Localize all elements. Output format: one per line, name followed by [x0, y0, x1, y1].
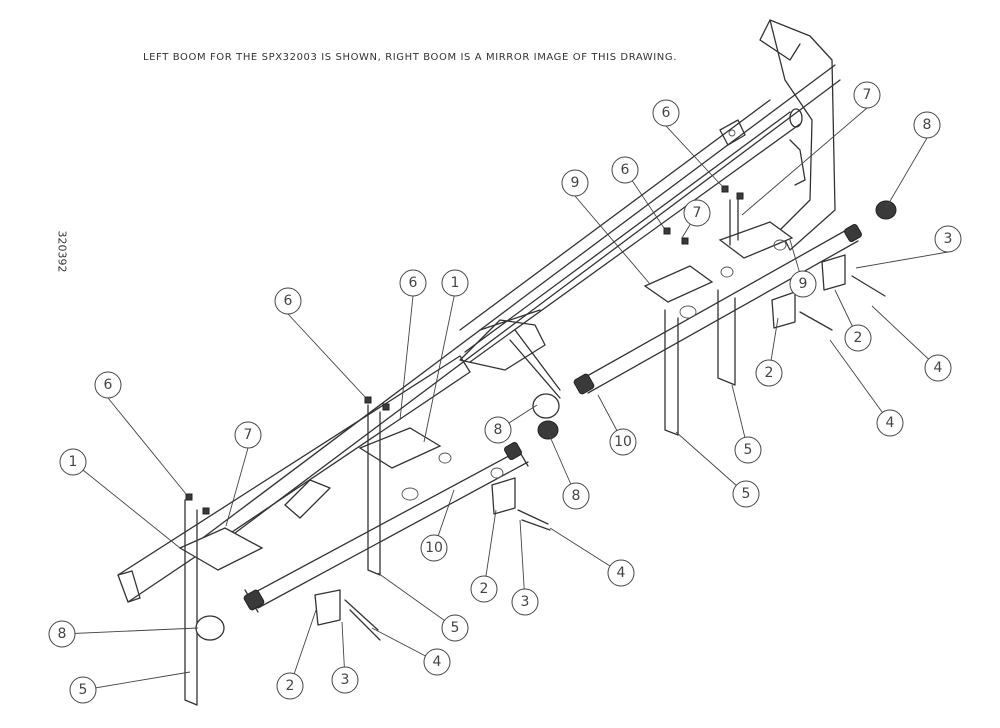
svg-text:10: 10 — [425, 540, 443, 556]
callout-7: 7 — [234, 421, 262, 449]
svg-text:1: 1 — [69, 454, 78, 470]
callout-7: 7 — [853, 81, 881, 109]
svg-text:3: 3 — [521, 594, 530, 610]
callout-2: 2 — [276, 672, 304, 700]
svg-text:4: 4 — [433, 654, 442, 670]
callout-2: 2 — [844, 324, 872, 352]
svg-text:5: 5 — [744, 442, 753, 458]
callout-8: 8 — [562, 482, 590, 510]
callout-1: 1 — [441, 269, 469, 297]
svg-text:2: 2 — [480, 581, 489, 597]
svg-text:2: 2 — [765, 365, 774, 381]
drawing-note: LEFT BOOM FOR THE SPX32003 IS SHOWN, RIG… — [142, 52, 678, 63]
svg-text:6: 6 — [284, 293, 293, 309]
callout-10: 10 — [609, 428, 637, 456]
svg-text:8: 8 — [58, 626, 67, 642]
callout-5: 5 — [734, 436, 762, 464]
svg-text:9: 9 — [799, 276, 808, 292]
callout-7: 7 — [683, 199, 711, 227]
callout-6: 6 — [399, 269, 427, 297]
svg-text:4: 4 — [886, 415, 895, 431]
boom-frame — [117, 19, 841, 603]
svg-text:6: 6 — [621, 162, 630, 178]
svg-text:6: 6 — [662, 105, 671, 121]
svg-text:1: 1 — [451, 275, 460, 291]
callout-9: 9 — [789, 270, 817, 298]
callout-6: 6 — [652, 99, 680, 127]
callout-4: 4 — [876, 409, 904, 437]
leader-lines — [61, 107, 949, 691]
svg-text:5: 5 — [79, 682, 88, 698]
callout-3: 3 — [511, 588, 539, 616]
mount-plates — [178, 221, 794, 571]
svg-text:8: 8 — [572, 488, 581, 504]
svg-text:5: 5 — [742, 486, 751, 502]
svg-text:10: 10 — [614, 434, 632, 450]
svg-text:3: 3 — [341, 672, 350, 688]
svg-text:6: 6 — [409, 275, 418, 291]
callout-3: 3 — [934, 225, 962, 253]
svg-text:8: 8 — [923, 117, 932, 133]
svg-text:4: 4 — [617, 565, 626, 581]
svg-text:7: 7 — [863, 87, 872, 103]
callout-4: 4 — [924, 354, 952, 382]
callout-3: 3 — [331, 666, 359, 694]
svg-text:2: 2 — [854, 330, 863, 346]
hinge-tube-lower — [243, 442, 529, 613]
callout-4: 4 — [423, 648, 451, 676]
svg-text:9: 9 — [571, 175, 580, 191]
callout-8: 8 — [48, 620, 76, 648]
svg-text:7: 7 — [693, 205, 702, 221]
pins-and-clips — [314, 239, 886, 641]
callout-10: 10 — [420, 534, 448, 562]
svg-text:4: 4 — [934, 360, 943, 376]
svg-text:7: 7 — [244, 427, 253, 443]
svg-text:3: 3 — [944, 231, 953, 247]
callout-8: 8 — [913, 111, 941, 139]
callout-5: 5 — [441, 614, 469, 642]
callout-9: 9 — [561, 169, 589, 197]
callout-6: 6 — [611, 156, 639, 184]
u-bolts — [184, 195, 739, 706]
callout-1: 1 — [59, 448, 87, 476]
callout-2: 2 — [470, 575, 498, 603]
svg-text:5: 5 — [451, 620, 460, 636]
hinge-tube-upper — [573, 224, 862, 395]
callout-6: 6 — [94, 371, 122, 399]
callout-balloons: 6 7 6 6 7 8 9 3 9 2 4 2 4 5 6 7 1 8 10 5… — [48, 81, 962, 704]
callout-5: 5 — [69, 676, 97, 704]
nuts — [185, 185, 744, 515]
svg-text:2: 2 — [286, 678, 295, 694]
callout-2: 2 — [755, 359, 783, 387]
callout-6: 6 — [274, 287, 302, 315]
callout-8: 8 — [484, 416, 512, 444]
callout-4: 4 — [607, 559, 635, 587]
svg-text:6: 6 — [104, 377, 113, 393]
svg-text:8: 8 — [494, 422, 503, 438]
callout-5: 5 — [732, 480, 760, 508]
end-caps — [195, 200, 897, 641]
